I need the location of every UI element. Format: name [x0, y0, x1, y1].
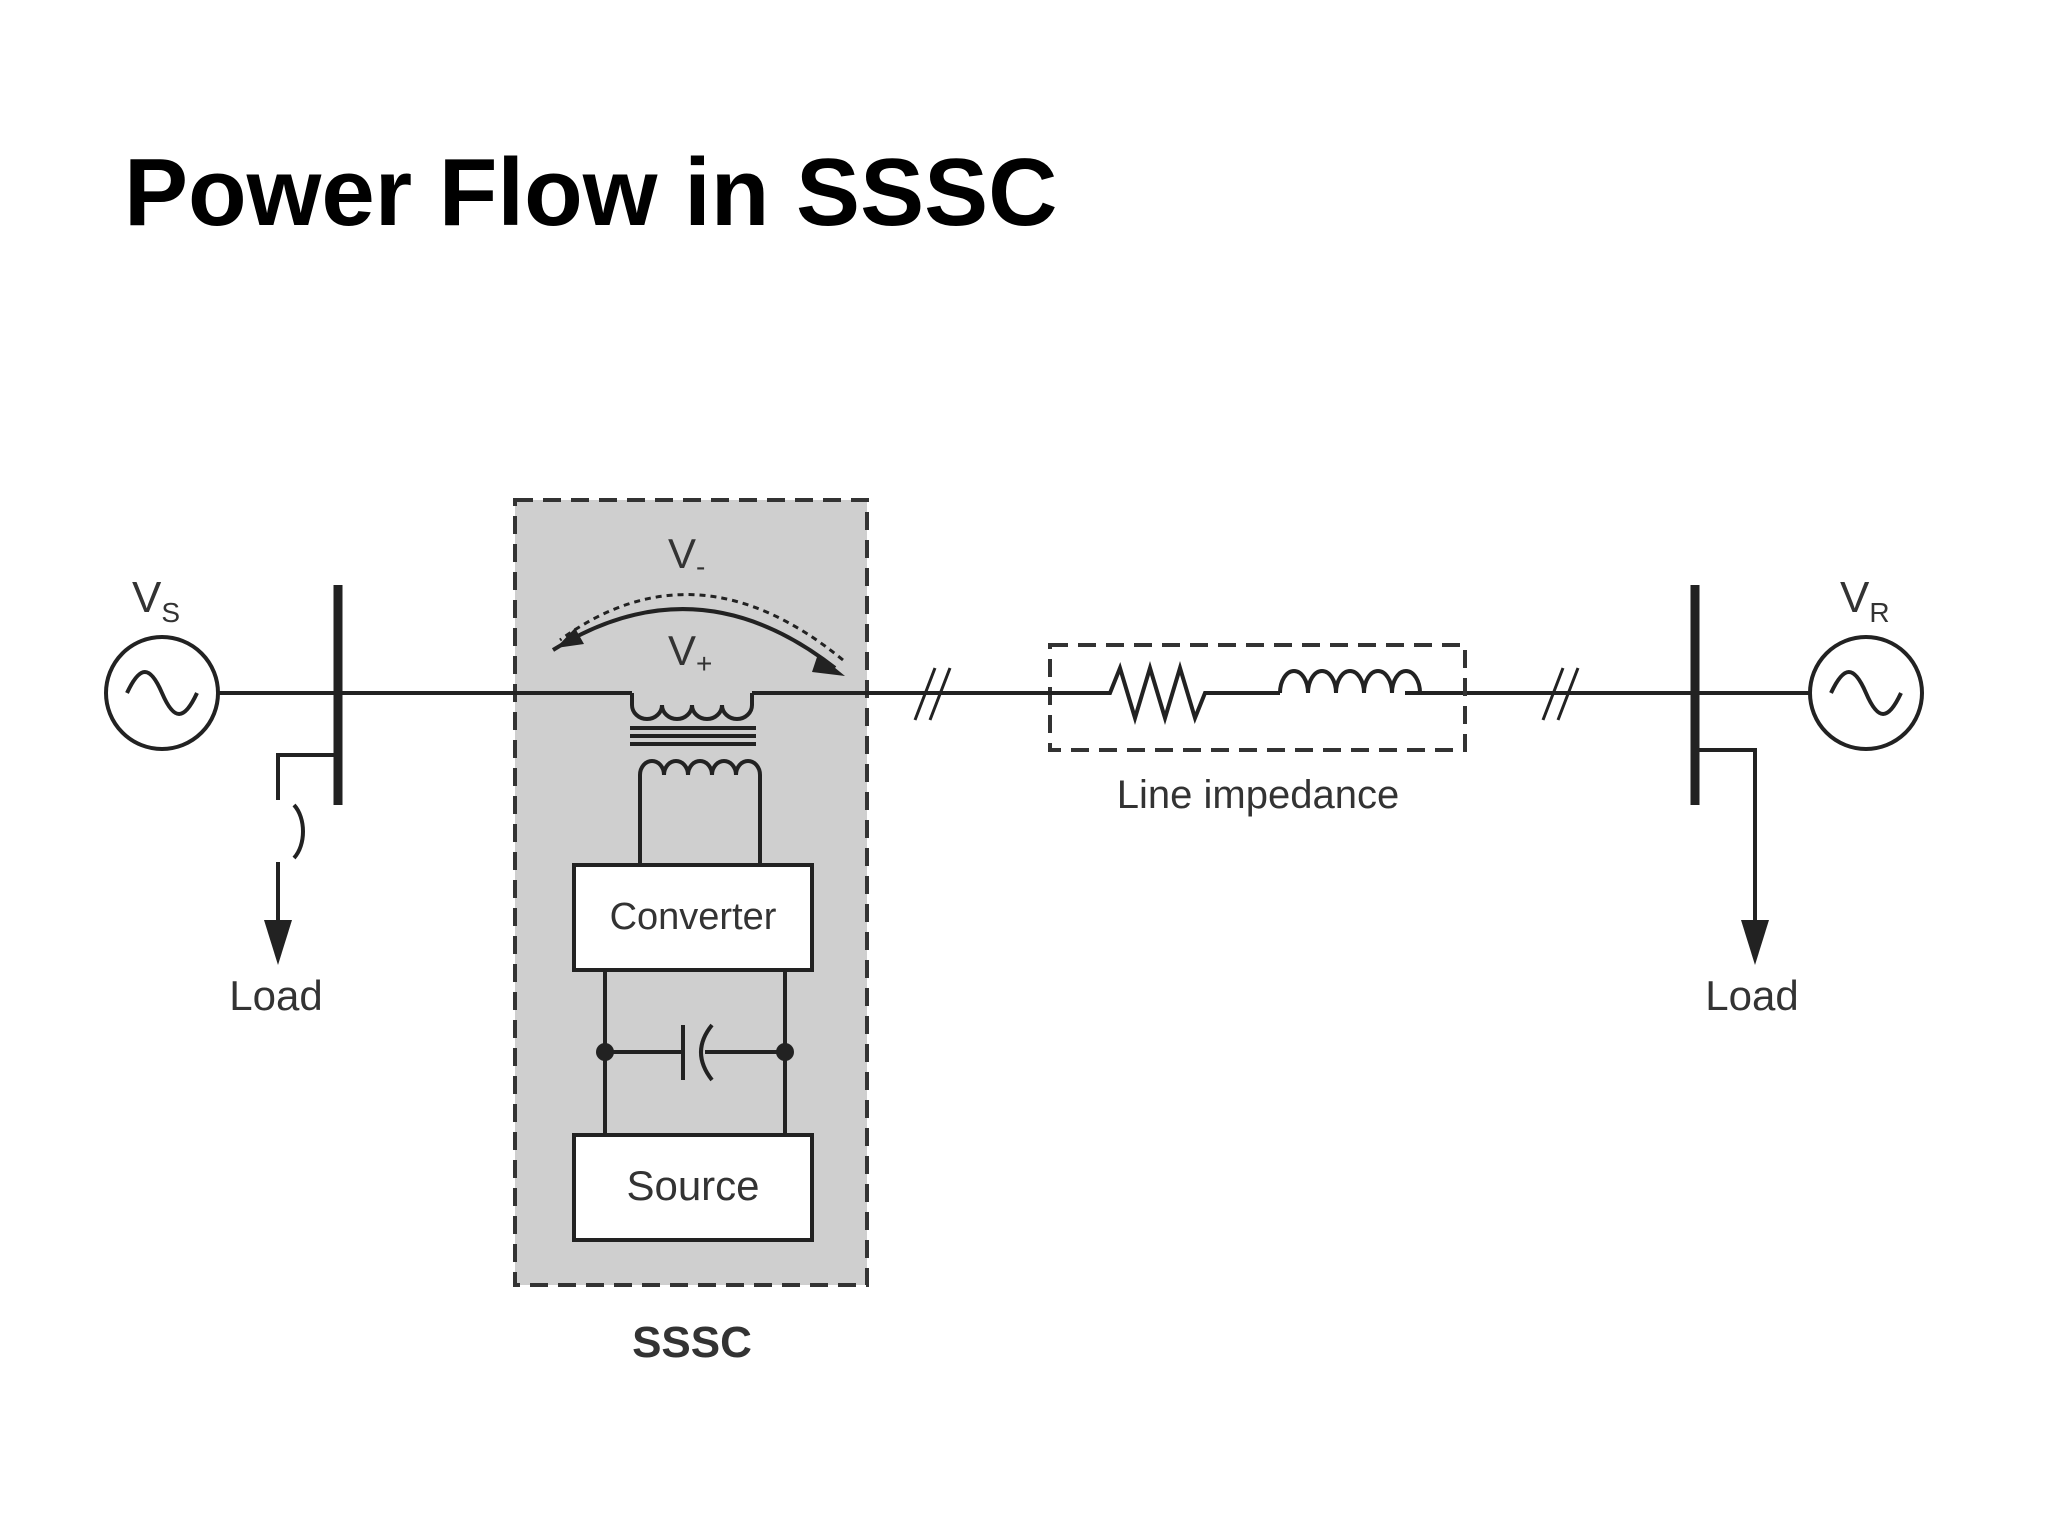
v-minus-arrow-icon	[559, 593, 844, 662]
resistor-icon	[1045, 661, 1280, 725]
receiving-source-label: VR	[1840, 573, 1890, 628]
transformer-secondary-icon	[638, 759, 762, 865]
junction-dot-right	[776, 1043, 794, 1061]
receiving-source-icon	[1808, 635, 1924, 751]
v-plus-arrow-icon	[551, 607, 837, 670]
right-load-arrow-icon	[1741, 920, 1769, 965]
sending-source-label: VS	[132, 573, 180, 628]
v-plus-label: V+	[668, 627, 712, 679]
line-impedance-box	[1048, 643, 1467, 752]
sssc-label: SSSC	[632, 1318, 752, 1367]
transformer-primary-icon	[630, 693, 756, 746]
left-load-label: Load	[229, 972, 322, 1019]
page-title: Power Flow in SSSC	[124, 139, 1058, 246]
junction-dot-left	[596, 1043, 614, 1061]
converter-label: Converter	[610, 896, 777, 938]
left-load-arrow-icon	[264, 920, 292, 965]
source-label: Source	[626, 1162, 759, 1209]
converter-box	[572, 863, 814, 972]
line-impedance-label: Line impedance	[1117, 773, 1399, 817]
right-load-label: Load	[1705, 972, 1798, 1019]
line-break-marks	[913, 667, 1580, 721]
capacitor-icon	[681, 1023, 714, 1082]
source-box	[572, 1133, 814, 1242]
v-minus-label: V-	[668, 530, 705, 582]
v-plus-arrowhead-icon	[812, 654, 845, 676]
left-load-branch	[276, 753, 338, 925]
inductor-icon	[1278, 669, 1422, 695]
sending-source-icon	[104, 635, 220, 751]
right-load-branch	[1695, 748, 1757, 925]
